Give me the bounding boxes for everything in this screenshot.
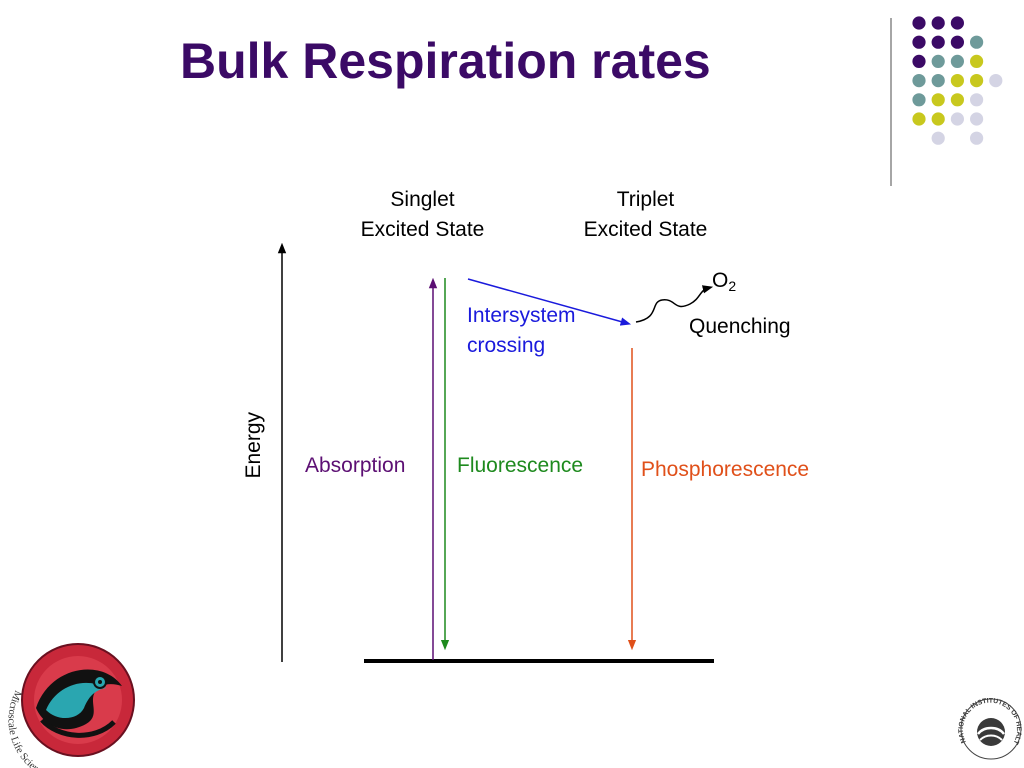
decorative-dot: [912, 93, 926, 107]
decorative-dot: [950, 74, 965, 88]
decorative-dot: [970, 54, 984, 68]
decorative-dot: [950, 16, 965, 30]
decorative-dot: [931, 35, 945, 49]
singlet-state-label: Singlet Excited State: [340, 185, 505, 246]
decorative-dot: [931, 112, 945, 126]
microscale-life-sciences-logo: Microscale Life Sciences Center: [5, 643, 135, 768]
decorative-dot: [950, 112, 965, 126]
intersystem-crossing-label: Intersystem crossing: [467, 301, 576, 362]
decorative-dot: [931, 74, 945, 88]
decorative-dot: [912, 35, 926, 49]
decorative-dot: [931, 54, 945, 68]
decorative-dot: [931, 131, 945, 145]
decorative-dot: [970, 35, 984, 49]
decorative-dot: [912, 74, 926, 88]
triplet-label-line2: Excited State: [583, 218, 708, 242]
isc-label-line2: crossing: [467, 334, 546, 358]
slide-title: Bulk Respiration rates: [180, 33, 711, 89]
decorative-dot: [970, 131, 984, 145]
oxygen-subscript: 2: [728, 278, 737, 294]
decorative-dot: [912, 54, 926, 68]
singlet-label-line2: Excited State: [360, 218, 485, 242]
decorative-dot: [912, 112, 926, 126]
intersystem-crossing-arrow: [467, 278, 632, 326]
decorative-dot: [970, 112, 984, 126]
decorative-dot: [950, 54, 965, 68]
decorative-dot: [950, 93, 965, 107]
absorption-label: Absorption: [305, 454, 406, 477]
decorative-dot: [989, 74, 1003, 88]
triplet-state-label: Triplet Excited State: [563, 185, 728, 246]
dot-grid: [912, 16, 1003, 145]
oxygen-symbol: O: [712, 269, 729, 292]
singlet-label-line1: Singlet: [390, 188, 455, 211]
energy-axis-label: Energy: [241, 411, 265, 479]
decorative-dot: [931, 16, 945, 30]
phosphorescence-label: Phosphorescence: [641, 458, 810, 481]
decorative-dot: [950, 35, 965, 49]
oxygen-label: O2: [712, 266, 736, 296]
quenching-label: Quenching: [689, 315, 791, 338]
decorative-dot: [912, 16, 926, 30]
decorative-dot: [970, 74, 984, 88]
fluorescence-label: Fluorescence: [457, 454, 584, 477]
quenching-squiggle-arrow: [635, 285, 714, 323]
isc-label-line1: Intersystem: [467, 304, 576, 327]
decorative-dot: [931, 93, 945, 107]
nih-logo: NATIONAL INSTITUTES OF HEALTH: [958, 696, 1022, 760]
triplet-label-line1: Triplet: [616, 188, 675, 211]
decorative-dot: [970, 93, 984, 107]
